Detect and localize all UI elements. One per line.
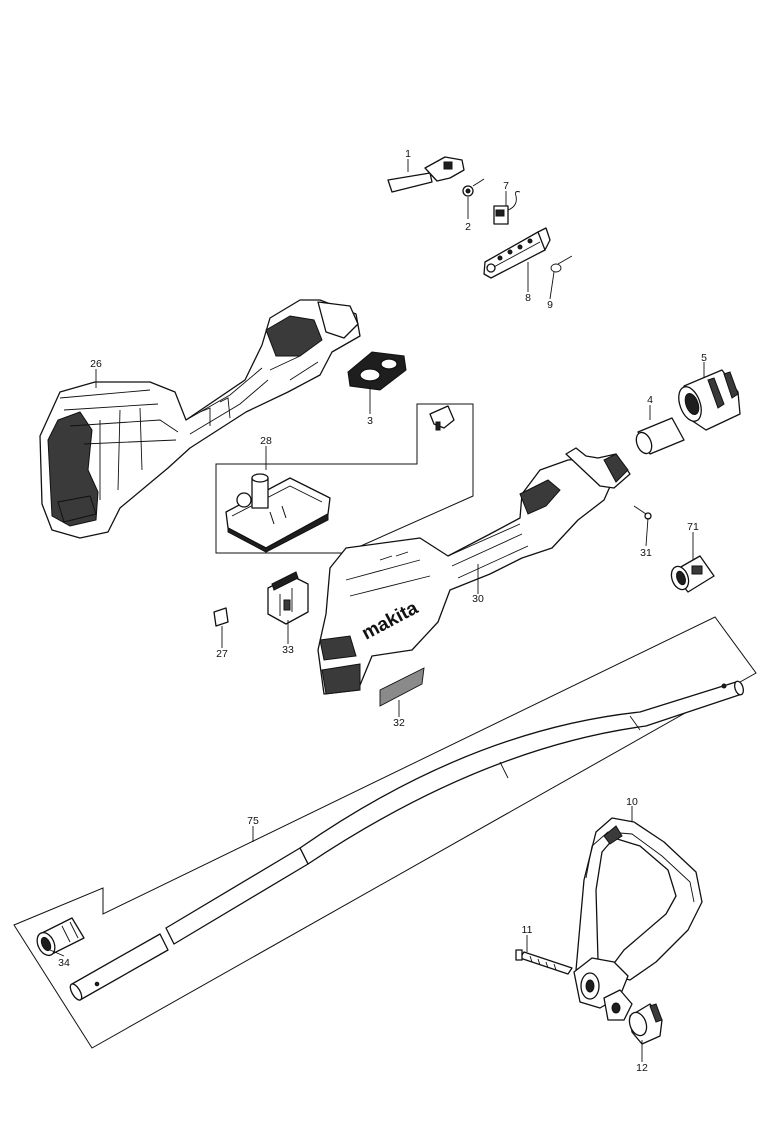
callout-75: 75 xyxy=(247,815,259,827)
part-3-button xyxy=(347,351,407,391)
callout-5: 5 xyxy=(701,352,707,364)
part-11-bolt xyxy=(515,949,573,975)
frame-kit-75 xyxy=(13,616,757,1049)
callout-30: 30 xyxy=(472,593,484,605)
part-5-knob xyxy=(678,369,741,431)
part-7-switch xyxy=(493,191,521,225)
part-33-terminal xyxy=(267,571,309,625)
callout-7: 7 xyxy=(503,180,509,192)
callout-8: 8 xyxy=(525,292,531,304)
callout-34: 34 xyxy=(58,957,70,969)
callout-2: 2 xyxy=(465,221,471,233)
callout-71: 71 xyxy=(687,521,699,533)
callout-31: 31 xyxy=(640,547,652,559)
part-71-clamp xyxy=(670,555,715,593)
part-75-shaft xyxy=(69,680,745,1001)
part-26-housing-left xyxy=(39,299,361,539)
callout-11: 11 xyxy=(522,924,533,936)
callout-12: 12 xyxy=(636,1062,648,1074)
leader-lines xyxy=(49,159,705,1062)
callout-32: 32 xyxy=(393,717,405,729)
part-4-sleeve xyxy=(635,417,685,455)
callout-1: 1 xyxy=(405,148,411,160)
callout-28: 28 xyxy=(260,435,272,447)
callout-10: 10 xyxy=(626,796,638,808)
frame-kit-28 xyxy=(215,403,474,554)
part-27-label xyxy=(213,607,229,627)
callout-33: 33 xyxy=(282,644,294,656)
part-1-lever xyxy=(387,156,465,193)
part-31-screw xyxy=(633,505,652,520)
part-2-nut xyxy=(462,178,485,197)
callout-3: 3 xyxy=(367,415,373,427)
part-clip xyxy=(429,405,455,431)
part-9-spring xyxy=(550,255,573,273)
part-28-controller xyxy=(225,473,331,553)
callout-9: 9 xyxy=(547,299,553,311)
callout-27: 27 xyxy=(216,648,228,660)
part-12-knob xyxy=(628,1003,663,1045)
callout-4: 4 xyxy=(647,394,653,406)
callout-26: 26 xyxy=(90,358,102,370)
part-10-loop-handle xyxy=(573,817,703,1021)
part-8-carrier xyxy=(483,227,551,279)
part-30-housing-right: makita xyxy=(317,447,631,695)
part-34-endcap xyxy=(36,917,85,957)
callout-labels: 1 2 3 4 5 7 8 9 10 11 12 26 27 28 30 31 … xyxy=(58,148,707,1074)
part-32-label xyxy=(379,667,425,707)
